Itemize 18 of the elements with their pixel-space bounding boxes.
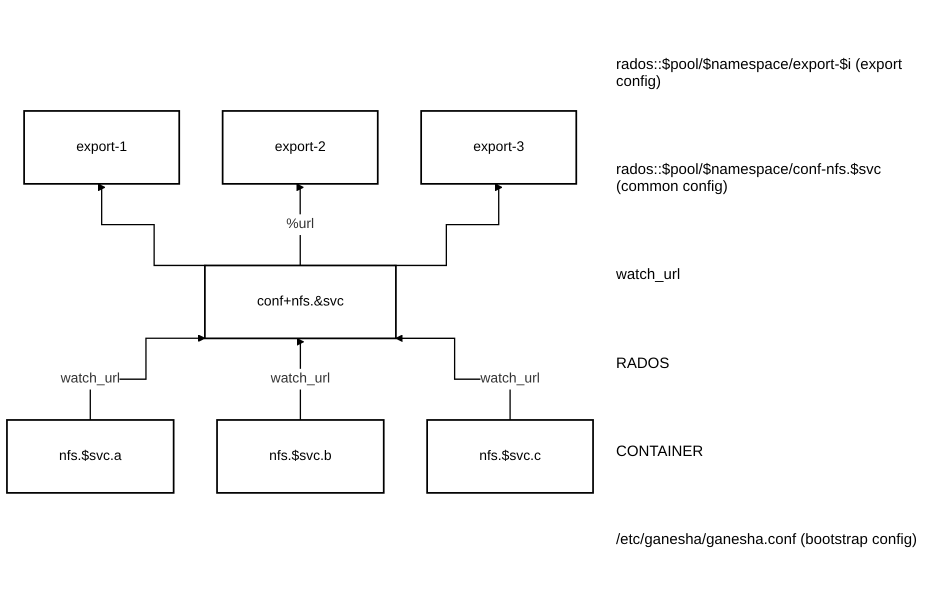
node-box: nfs.$svc.b xyxy=(216,419,385,494)
node-box: conf+nfs.&svc xyxy=(204,264,397,340)
arrow xyxy=(98,184,207,266)
edge-label: watch_url xyxy=(270,371,330,386)
node-box: export-3 xyxy=(420,110,578,185)
node-box: nfs.$svc.a xyxy=(6,419,174,494)
node-box: nfs.$svc.c xyxy=(426,419,594,494)
edge-label: %url xyxy=(286,216,314,232)
edge-label: watch_url xyxy=(60,371,120,386)
note-text: /etc/ganesha/ganesha.conf (bootstrap config) xyxy=(616,531,918,548)
note-text: watch_url xyxy=(616,266,682,284)
note-text: rados::$pool/$namespace/export-$i (export config) xyxy=(616,56,903,90)
note-text: rados::$pool/$namespace/conf-nfs.$svc (common config) xyxy=(616,160,882,195)
edge-label: watch_url xyxy=(480,371,540,386)
node-box: export-1 xyxy=(23,110,180,185)
note-text: RADOS xyxy=(616,354,670,372)
note-text: CONTAINER xyxy=(616,442,704,460)
node-box: export-2 xyxy=(222,110,379,185)
